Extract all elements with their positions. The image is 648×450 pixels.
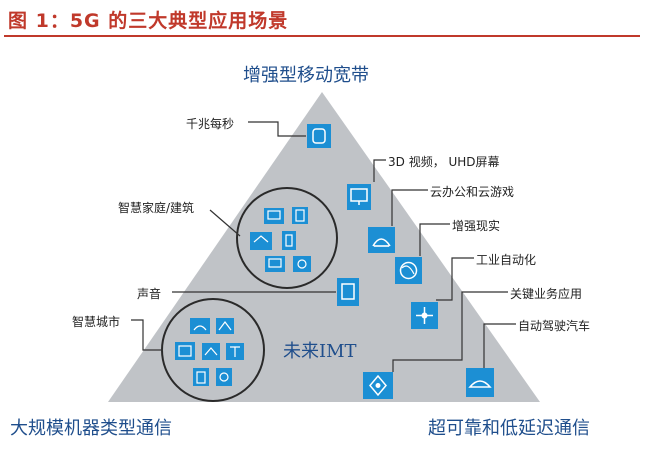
ar-globe-icon: [395, 257, 422, 284]
smart-city-camera-icon: [216, 318, 234, 334]
smart-city-home-icon: [202, 343, 220, 360]
voice-icon: [337, 278, 359, 306]
smart-city-meter-icon: [175, 342, 195, 360]
label-industry: 工业自动化: [476, 253, 537, 267]
title-rule: [4, 35, 640, 37]
future-imt-label: 未来IMT: [283, 341, 357, 362]
leader-smart-city: [131, 319, 163, 351]
mission-critical-icon: [363, 372, 393, 399]
screen-3d-icon: [347, 184, 371, 210]
smart-home-house-icon: [250, 232, 272, 250]
cloud-game-icon: [368, 227, 395, 253]
smart-home-monitor-icon: [265, 256, 285, 272]
urllc-label: 超可靠和低延迟通信: [428, 418, 590, 439]
smart-home-circle: [236, 187, 338, 289]
leader-smart-home: [209, 209, 241, 237]
mmtc-label: 大规模机器类型通信: [10, 418, 172, 439]
industry-icon: [411, 302, 438, 329]
embb-label: 增强型移动宽带: [243, 65, 369, 86]
smart-home-appliance-icon: [293, 256, 311, 272]
leader-3d: [373, 159, 386, 182]
smart-city-pump-icon: [216, 368, 232, 386]
label-gigabit: 千兆每秒: [186, 117, 235, 131]
label-mission-critical: 关键业务应用: [510, 287, 583, 301]
label-self-driving: 自动驾驶汽车: [518, 319, 591, 333]
label-smart-home: 智慧家庭/建筑: [118, 201, 195, 215]
leader-gigabit: [248, 121, 306, 137]
self-driving-car-icon: [466, 368, 494, 397]
label-3d-video: 3D 视频， UHD屏幕: [388, 155, 500, 169]
label-ar: 增强现实: [452, 219, 501, 233]
smart-home-tv-icon: [264, 208, 284, 224]
label-smart-city: 智慧城市: [72, 315, 121, 329]
label-voice: 声音: [137, 287, 162, 301]
smart-home-building-icon: [282, 231, 296, 250]
gigabit-icon: [307, 124, 331, 148]
leader-industry: [436, 257, 474, 301]
figure-title: 图 1：5G 的三大典型应用场景: [8, 10, 289, 32]
leader-ar: [419, 223, 450, 256]
leader-cloud: [391, 189, 428, 226]
leader-self-driving: [483, 323, 516, 368]
label-cloud: 云办公和云游戏: [430, 185, 515, 199]
leader-mission: [392, 291, 508, 372]
